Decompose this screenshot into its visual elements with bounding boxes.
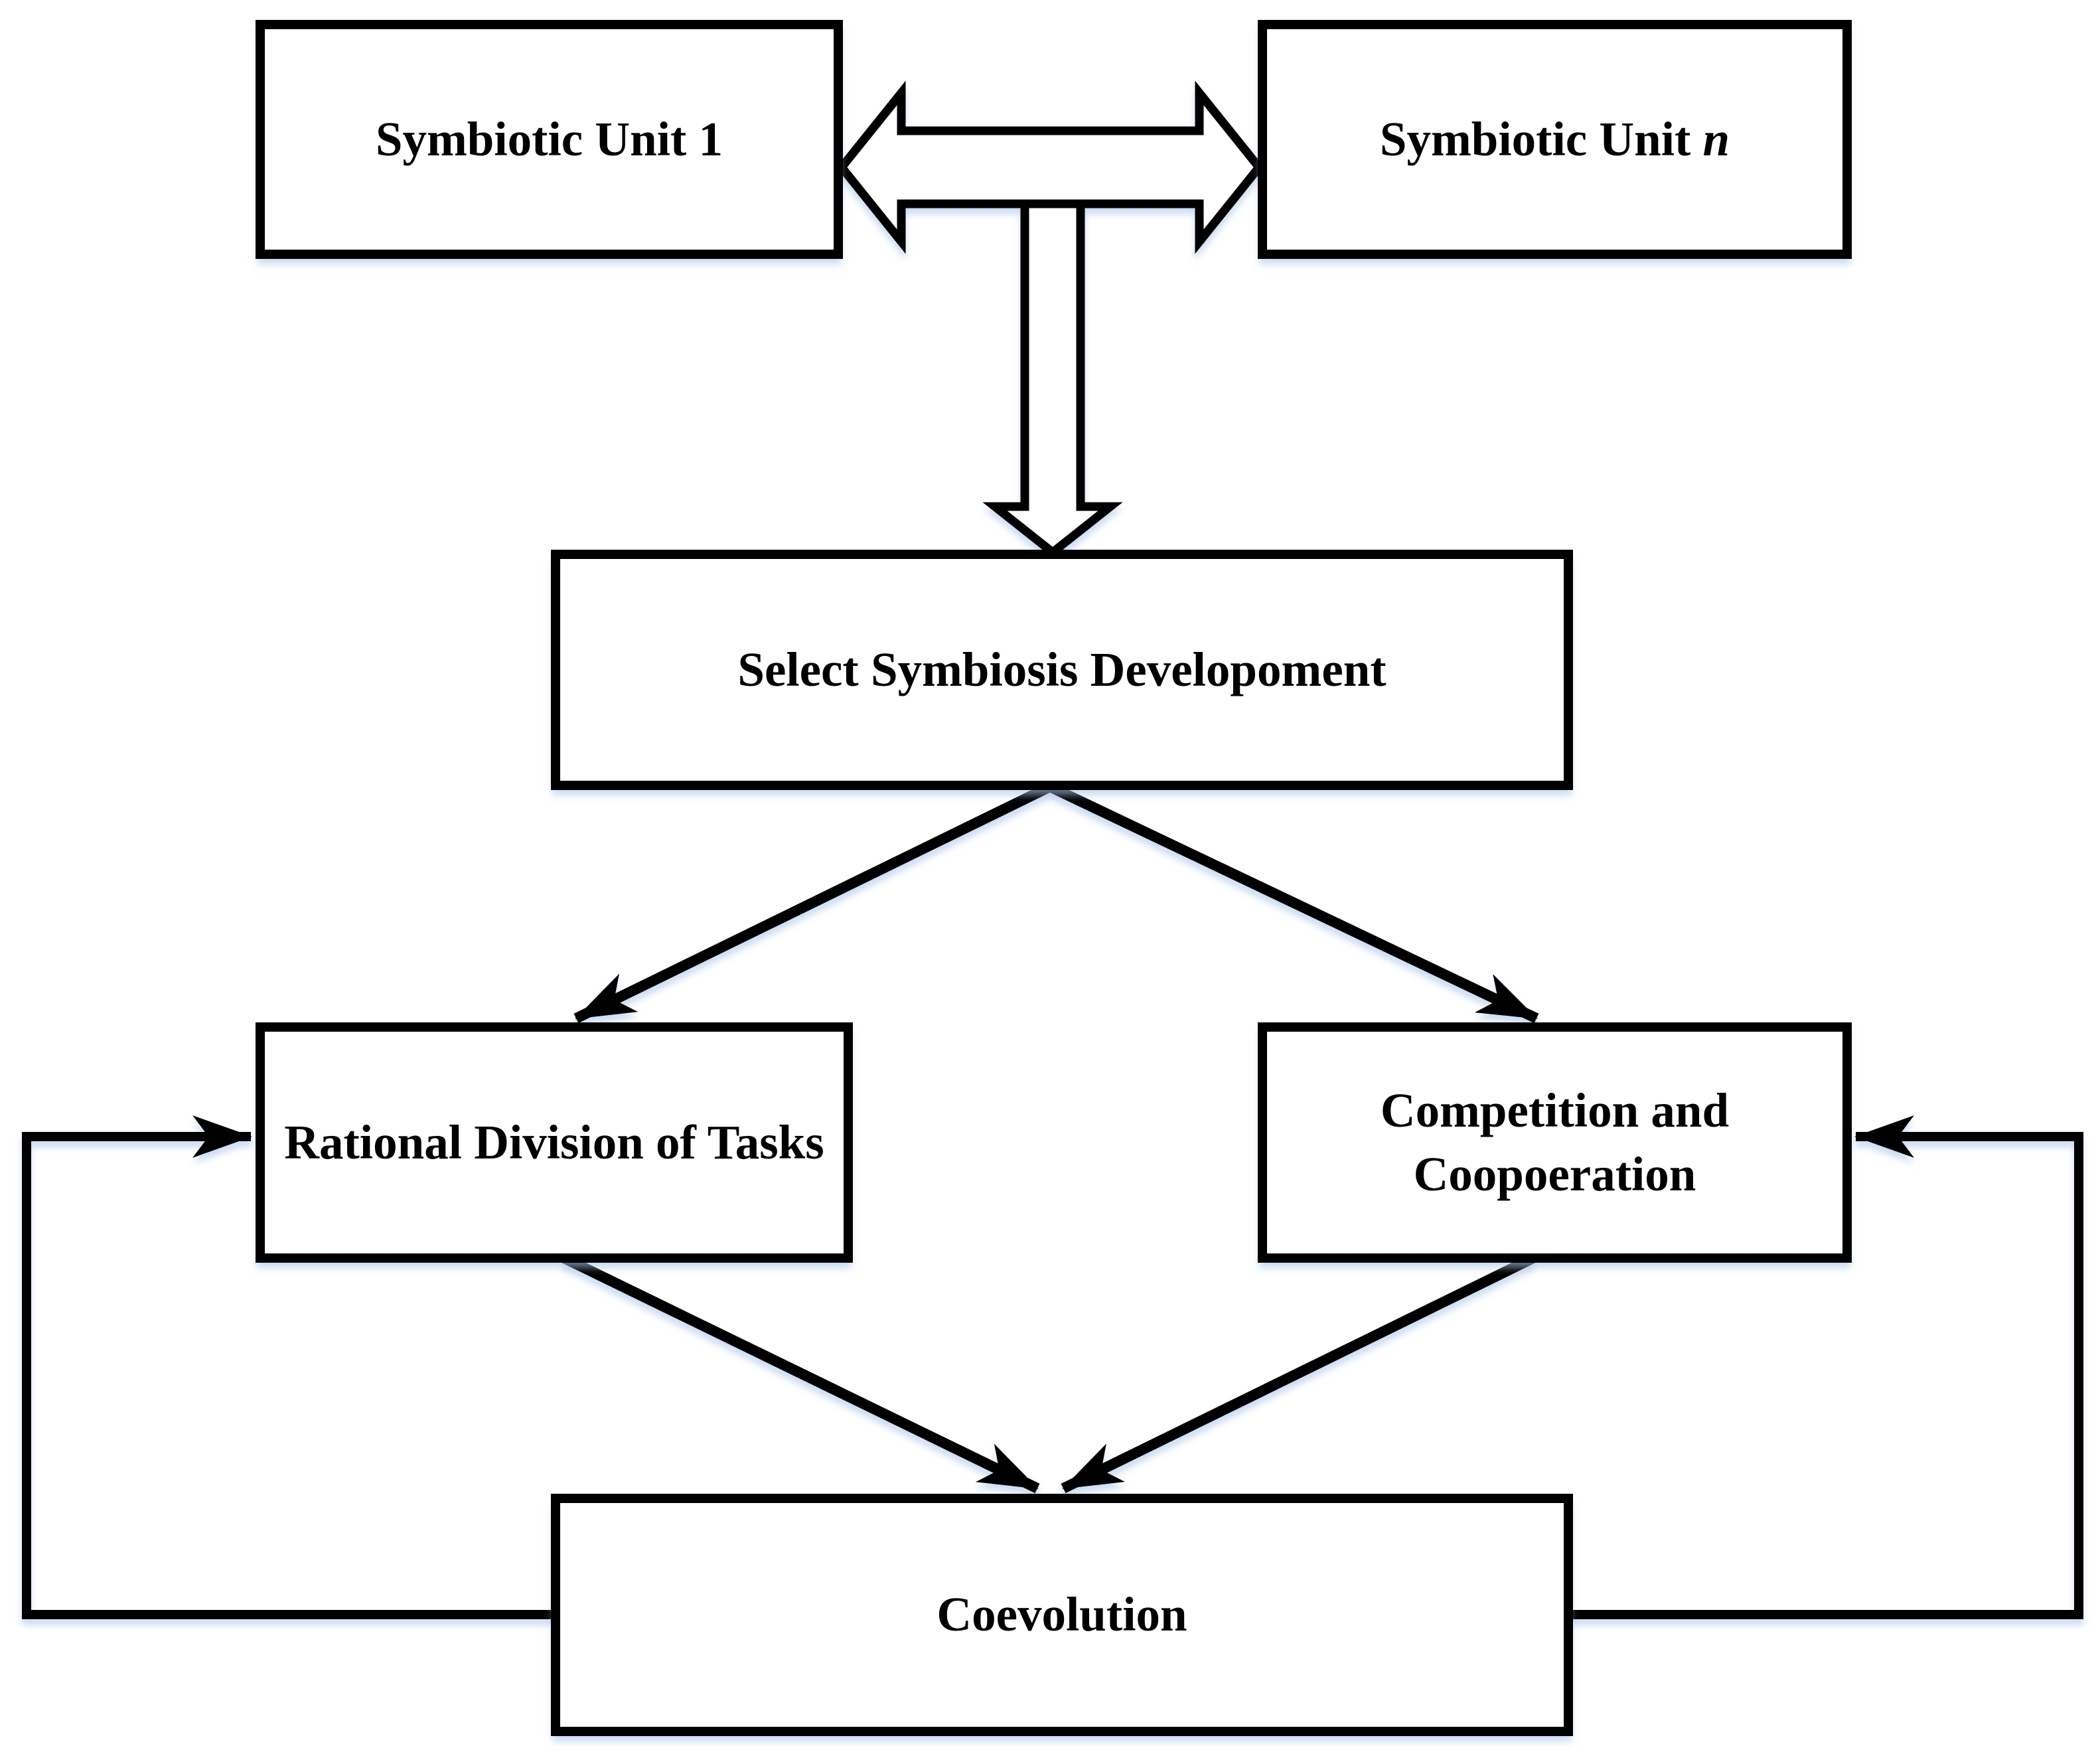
node-symbiotic-unit-1: Symbiotic Unit 1 [256,20,843,259]
node-competition-and-cooperation: Competition and Coopoeration [1258,1022,1852,1263]
node-select-symbiosis-development: Select Symbiosis Developoment [551,550,1573,790]
node-rational-division-of-tasks: Rational Division of Tasks [256,1022,853,1263]
node-coevolution: Coevolution [551,1494,1573,1736]
edge-coevolution-to-rational-feedback [22,1115,558,1619]
node-rational-division-of-tasks-label: Rational Division of Tasks [284,1115,824,1169]
node-symbiotic-unit-n-label-prefix: Symbiotic Unit [1379,112,1691,166]
node-select-symbiosis-development-label: Select Symbiosis Developoment [737,642,1387,696]
edge-select-to-rational [573,781,1053,1024]
edge-rational-to-coevolution [562,1253,1040,1494]
edge-coevolution-to-competition-feedback [1566,1115,2083,1619]
node-symbiotic-unit-n-label: Symbiotic Unit n [1364,108,1746,171]
edge-competition-to-coevolution [1061,1253,1536,1494]
node-symbiotic-unit-1-label: Symbiotic Unit 1 [375,112,723,166]
node-symbiotic-unit-n-label-italic: n [1702,112,1730,166]
node-competition-and-cooperation-label: Competition and Coopoeration [1380,1083,1730,1201]
node-symbiotic-unit-n: Symbiotic Unit n [1258,20,1852,259]
edge-units-to-select-block-arrow [982,199,1123,558]
node-coevolution-label: Coevolution [937,1587,1187,1642]
edge-select-to-competition [1047,781,1539,1024]
